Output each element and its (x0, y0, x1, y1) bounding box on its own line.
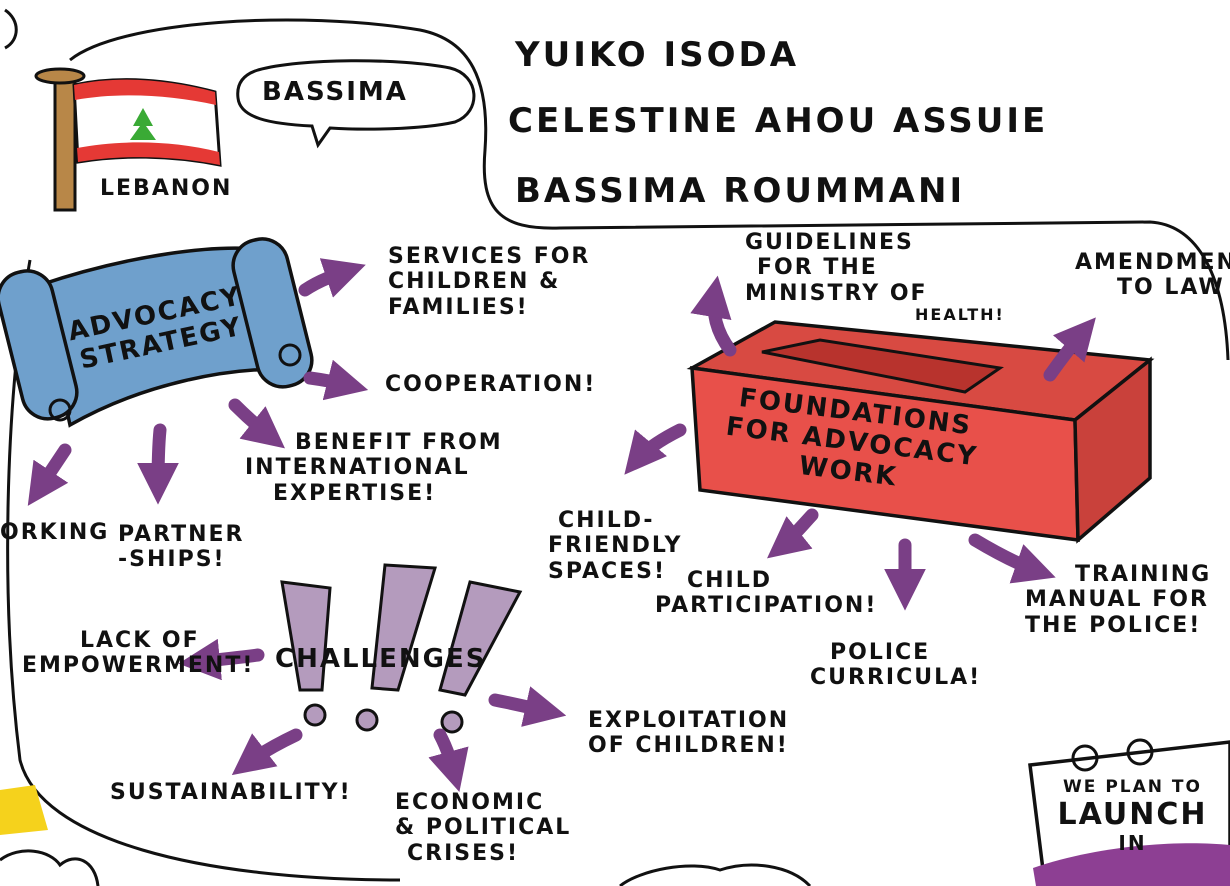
networking-label: ORKING (0, 520, 110, 545)
author-name-1: YUIKO ISODA (515, 35, 800, 75)
cooperation-label: COOPERATION! (385, 372, 597, 397)
training-line-2: MANUAL FOR (1025, 587, 1209, 613)
exploitation-label: EXPLOITATION OF CHILDREN! (588, 708, 789, 759)
amend-line-1: AMENDMEN (1075, 250, 1230, 275)
top-left-scribble (4, 8, 18, 50)
partner-line-2: -SHIPS! (118, 547, 226, 573)
amendment-label: AMENDMEN TO LAW (1075, 250, 1230, 301)
econ-line-3: CRISES! (407, 840, 520, 866)
arrow-benefit (228, 398, 285, 449)
launch-line-1: WE PLAN TO (1063, 777, 1202, 797)
foundations-box-icon (686, 320, 1155, 544)
launch-note-card (1028, 738, 1230, 886)
sustainability-label: SUSTAINABILITY! (110, 780, 352, 805)
econ-line-2: & POLITICAL (395, 815, 572, 841)
lack-line-2: EMPOWERMENT! (22, 653, 255, 679)
arrow-guidelines (690, 275, 737, 357)
partnerships-label: PARTNER -SHIPS! (118, 522, 244, 573)
launch-line-2: LAUNCH (1057, 796, 1208, 832)
economic-crises-label: ECONOMIC & POLITICAL CRISES! (395, 790, 571, 866)
arrow-exploitation (488, 686, 567, 727)
police-line-1: POLICE (830, 640, 931, 665)
guidelines-line-2: FOR THE (757, 255, 878, 281)
guidelines-line-3: MINISTRY OF (745, 280, 928, 306)
country-label: LEBANON (100, 176, 233, 201)
arrow-services (298, 258, 366, 298)
arrow-sustainability (231, 728, 303, 776)
arrow-amendment (1043, 317, 1096, 382)
launch-note-text: WE PLAN TO LAUNCH IN (1045, 777, 1220, 856)
guidelines-line-1: GUIDELINES (745, 230, 914, 255)
services-line-2: CHILDREN & (388, 269, 561, 295)
services-line-1: SERVICES FOR (388, 244, 591, 269)
training-manual-label: TRAINING MANUAL FOR THE POLICE! (1025, 562, 1211, 638)
cp-line-1: CHILD (687, 568, 773, 593)
exploit-line-1: EXPLOITATION (588, 708, 790, 733)
speech-bubble-text: BASSIMA (262, 77, 408, 107)
speech-bubble-outline (236, 59, 476, 149)
cfs-line-1: CHILD- (558, 508, 655, 533)
arrow-lack (178, 638, 265, 681)
partner-line-1: PARTNER (118, 522, 245, 547)
cfs-line-3: SPACES! (548, 558, 667, 584)
child-participation-label: CHILD PARTICIPATION! (655, 568, 877, 619)
econ-line-1: ECONOMIC (395, 790, 545, 815)
services-line-3: FAMILIES! (388, 294, 529, 320)
connector-arrows (27, 258, 1096, 793)
training-line-3: THE POLICE! (1025, 612, 1202, 638)
cfs-line-2: FRIENDLY (548, 533, 683, 559)
child-friendly-label: CHILD- FRIENDLY SPACES! (548, 508, 682, 584)
exploit-line-2: OF CHILDREN! (588, 733, 789, 759)
guidelines-line-4: HEALTH! (915, 304, 1005, 324)
arrow-economic (428, 728, 469, 793)
launch-line-3: IN (1118, 831, 1147, 856)
benefit-line-2: INTERNATIONAL (245, 455, 470, 481)
amend-line-2: TO LAW (1117, 275, 1225, 301)
lebanon-flag-icon (34, 67, 222, 212)
benefit-line-1: BENEFIT FROM (295, 430, 503, 455)
arrow-partnerships (137, 423, 179, 505)
lack-of-empowerment-label: LACK OF EMPOWERMENT! (22, 628, 254, 679)
police-line-2: CURRICULA! (810, 665, 982, 691)
police-curricula-label: POLICE CURRICULA! (810, 640, 981, 691)
challenges-title: CHALLENGES (275, 644, 487, 674)
guidelines-label: GUIDELINES FOR THE MINISTRY OF HEALTH! (745, 230, 1005, 324)
arrow-cooperation (303, 359, 369, 401)
arrow-networking (27, 443, 72, 506)
advocacy-scroll-icon (0, 237, 314, 428)
author-name-2: CELESTINE AHOU ASSUIE (508, 101, 1049, 141)
group-bubble-outline (6, 18, 1230, 882)
benefit-label: BENEFIT FROM INTERNATIONAL EXPERTISE! (245, 430, 503, 506)
services-label: SERVICES FOR CHILDREN & FAMILIES! (388, 244, 590, 320)
cloud-outline-bottom (619, 863, 812, 886)
arrow-child-participation (767, 508, 819, 559)
challenges-exclamation-icon (280, 563, 523, 734)
cloud-outline-left (0, 849, 100, 886)
benefit-line-3: EXPERTISE! (273, 480, 437, 506)
lack-line-1: LACK OF (80, 628, 200, 653)
cp-line-2: PARTICIPATION! (655, 593, 878, 619)
arrow-training (968, 533, 1056, 584)
arrow-child-friendly (624, 423, 687, 475)
training-line-1: TRAINING (1075, 562, 1212, 587)
author-name-3: BASSIMA ROUMMANI (515, 171, 966, 211)
yellow-corner-shape (0, 785, 48, 835)
